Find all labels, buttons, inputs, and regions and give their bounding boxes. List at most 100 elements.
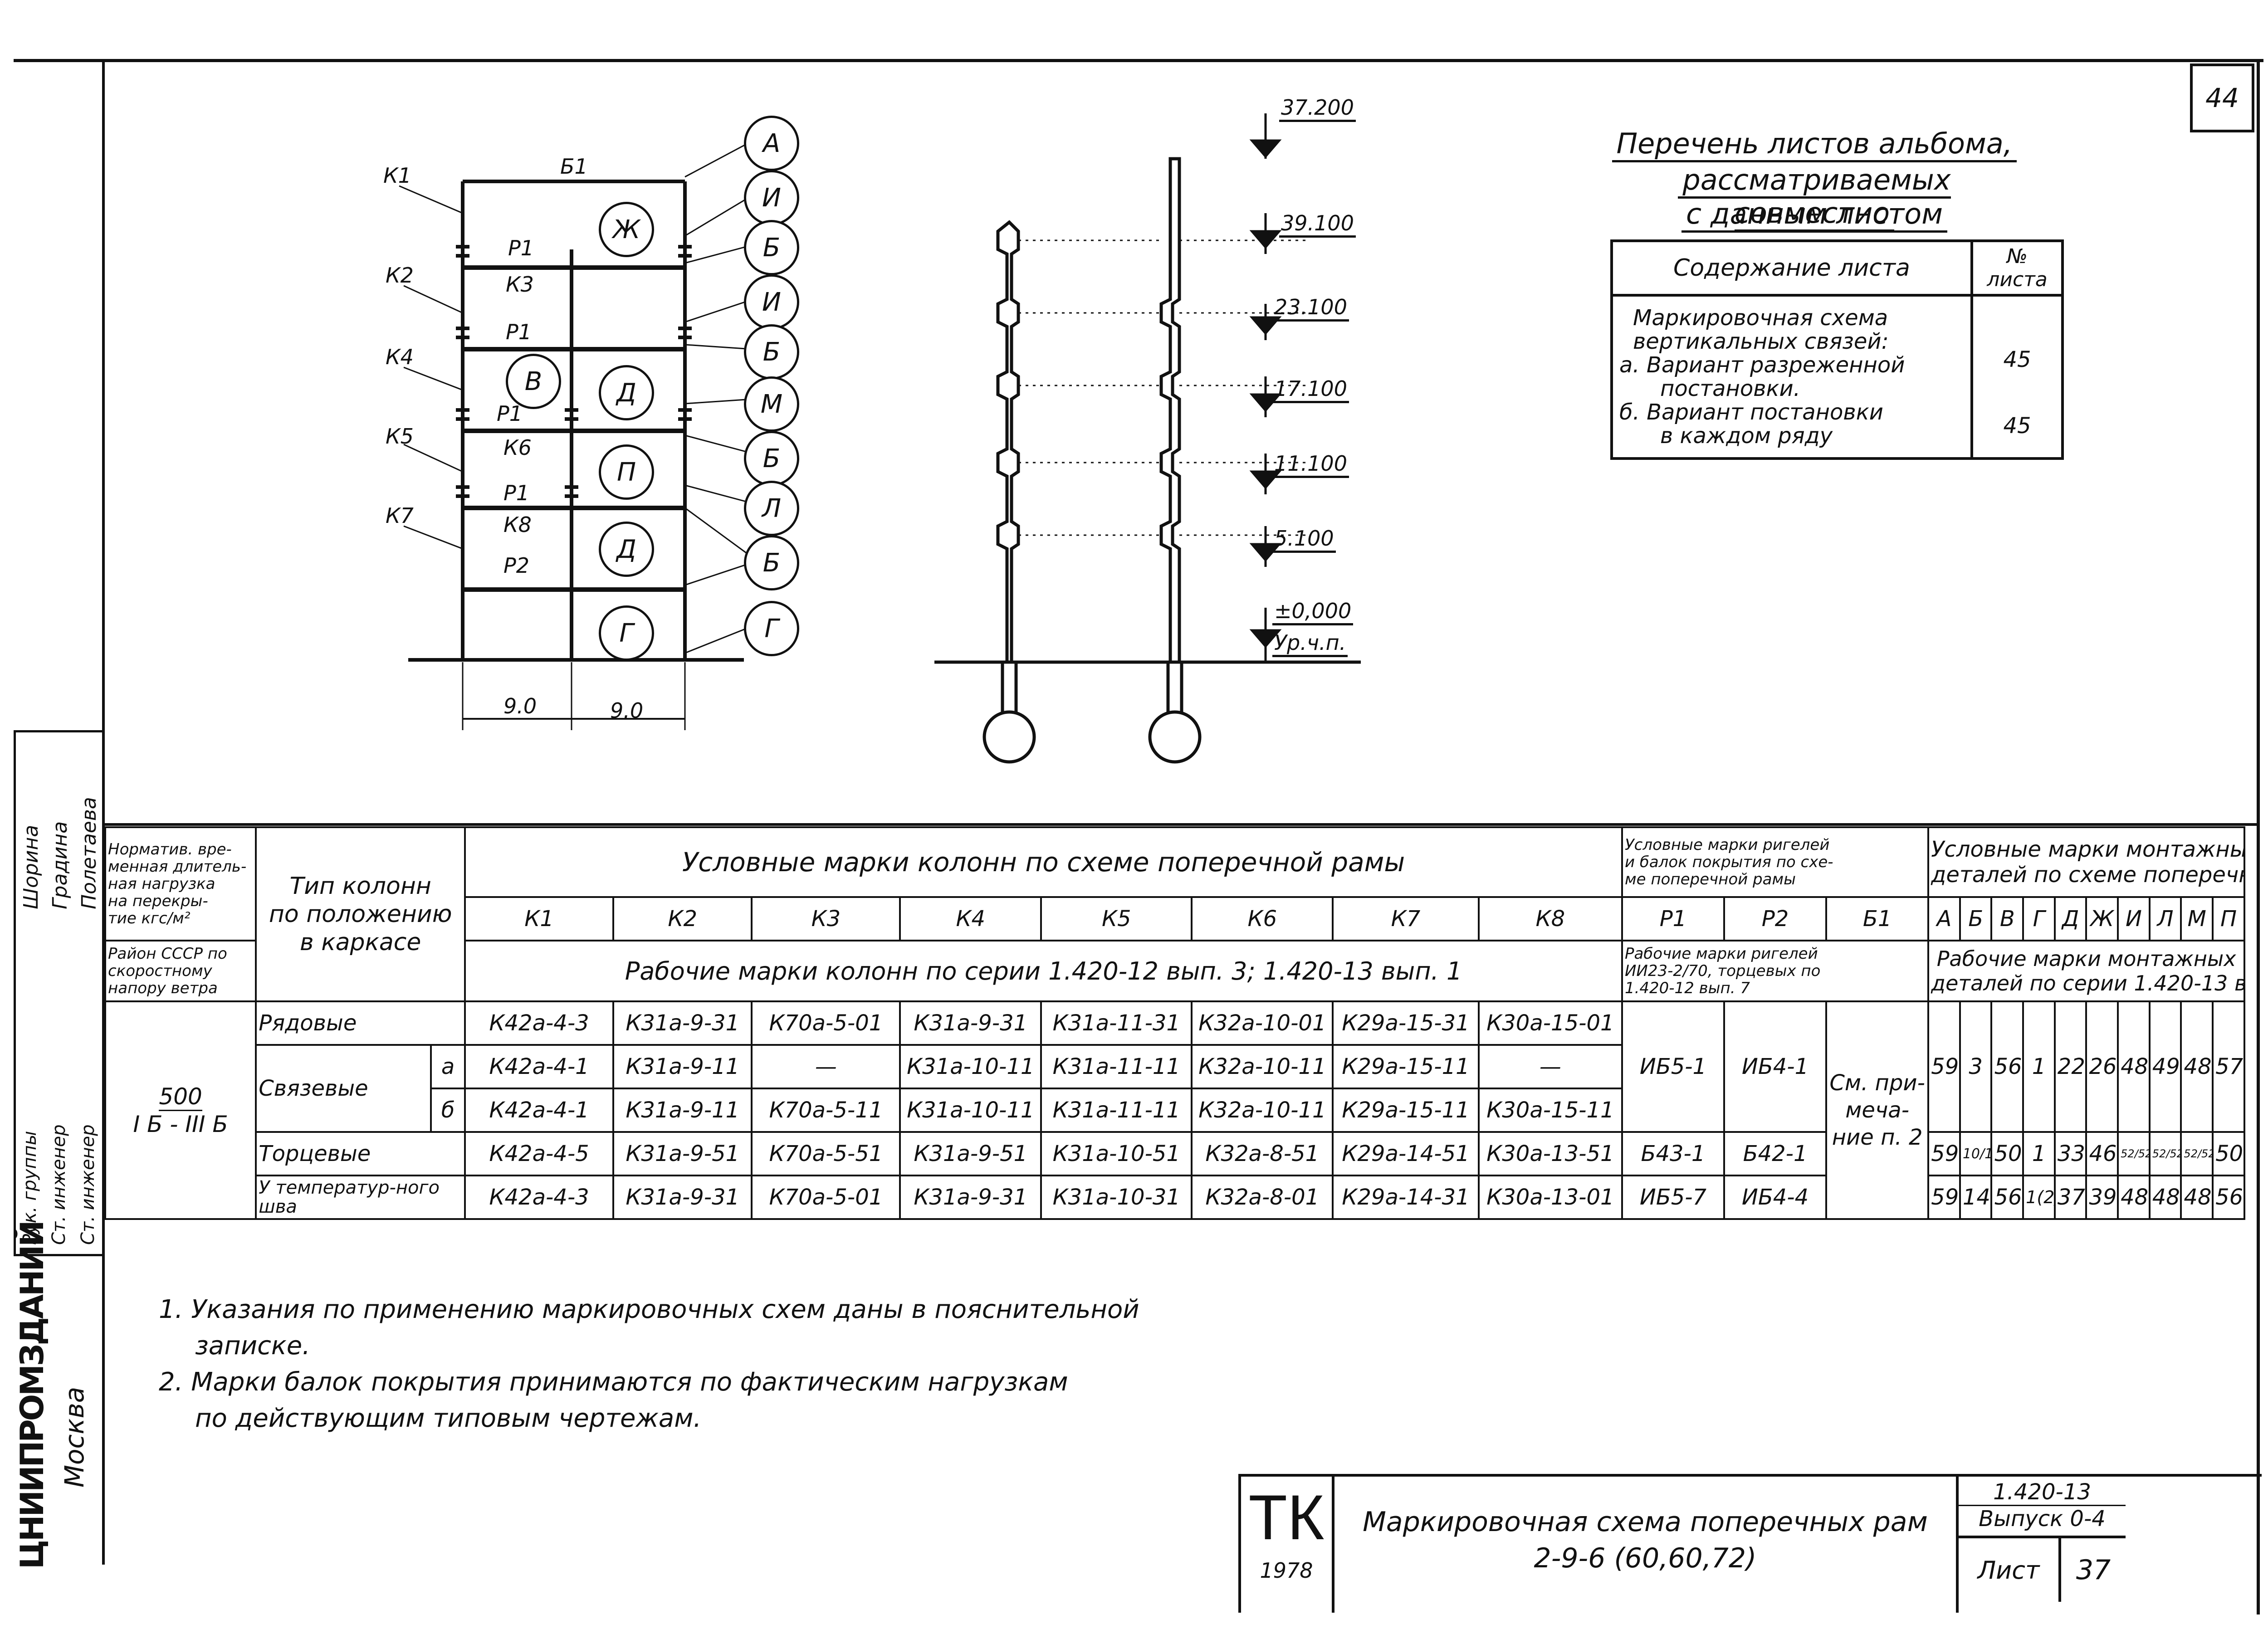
det: 59 xyxy=(1927,1000,1961,1133)
label-r1d: Р1 xyxy=(503,481,530,505)
cell: К31а-9-31 xyxy=(612,1175,753,1220)
elevation-label: Ур.ч.п. xyxy=(1272,630,1348,657)
cell: — xyxy=(751,1044,901,1089)
axis-circle: Д xyxy=(599,522,654,577)
cell: К29а-14-51 xyxy=(1332,1131,1480,1176)
det: 59 xyxy=(1927,1131,1961,1176)
cell: К32а-10-11 xyxy=(1191,1044,1334,1089)
frame-top xyxy=(14,59,2263,62)
det: 46 xyxy=(2085,1131,2119,1176)
logo-year: 1978 xyxy=(1260,1558,1313,1583)
elevation-label: 11.100 xyxy=(1272,451,1349,478)
det: 39 xyxy=(2085,1175,2119,1220)
cell: К32а-10-11 xyxy=(1191,1088,1334,1133)
columns-marks-table: Норматив. вре-менная длитель-ная нагрузк… xyxy=(104,826,2245,1220)
label-r1c: Р1 xyxy=(497,401,523,426)
det: 48 xyxy=(2180,1175,2214,1220)
row-sub: б xyxy=(430,1088,466,1133)
axis-circle: И xyxy=(744,274,799,330)
stamp-city: Москва xyxy=(59,1386,90,1488)
det-mark: Ж xyxy=(2085,896,2119,941)
det: 48 xyxy=(2180,1000,2214,1133)
det: 33 xyxy=(2053,1131,2087,1176)
axis-circle: В xyxy=(506,354,561,409)
col-mark: К5 xyxy=(1040,896,1193,941)
det-mark: И xyxy=(2117,896,2151,941)
det-mark: В xyxy=(1990,896,2024,941)
frame-right xyxy=(2257,59,2260,1614)
sheet-number: 44 xyxy=(2190,63,2254,132)
cell: К70а-5-11 xyxy=(751,1088,901,1133)
col-mark: К4 xyxy=(899,896,1042,941)
beam-cell: ИБ5-7 xyxy=(1621,1175,1725,1220)
cell: К32а-8-51 xyxy=(1191,1131,1334,1176)
cell: К31а-11-11 xyxy=(1040,1044,1193,1089)
cell: К29а-15-11 xyxy=(1332,1044,1480,1089)
stamp-role-3: Ст. инженер xyxy=(78,1124,98,1245)
cell: К31а-9-51 xyxy=(899,1131,1042,1176)
col-mark: К2 xyxy=(612,896,753,941)
axis-circle: Г xyxy=(744,601,799,656)
row-type: Рядовые xyxy=(255,1000,466,1046)
elevation-label: 5.100 xyxy=(1272,526,1336,553)
cell: К31а-9-31 xyxy=(612,1000,753,1046)
label-k1: К1 xyxy=(383,163,411,188)
cell: К31а-9-11 xyxy=(612,1044,753,1089)
separator-line xyxy=(102,823,2259,826)
label-k2: К2 xyxy=(386,263,414,288)
cell: К42а-4-1 xyxy=(464,1088,614,1133)
label-r1a: Р1 xyxy=(508,236,534,260)
det: 57 xyxy=(2212,1000,2245,1133)
label-r2: Р2 xyxy=(503,553,530,578)
det: 26 xyxy=(2085,1000,2119,1133)
axis-circle: Л xyxy=(744,481,799,536)
list-col-no: № листа xyxy=(1970,239,2064,297)
det: 50 xyxy=(2212,1131,2245,1176)
note-2-cont: по действующим типовым чертежам. xyxy=(195,1404,702,1433)
det: 48 xyxy=(2148,1175,2182,1220)
axis-circle: П xyxy=(599,444,654,500)
det: 1(2) xyxy=(2022,1175,2056,1220)
axis-circle: Д xyxy=(599,365,654,420)
stamp-name-1: Шорина xyxy=(20,824,43,909)
cell: К29а-15-31 xyxy=(1332,1000,1480,1046)
cell: К42а-4-1 xyxy=(464,1044,614,1089)
det: 22 xyxy=(2053,1000,2087,1133)
axis-circle: Ж xyxy=(599,202,654,257)
cell: К31а-11-11 xyxy=(1040,1088,1193,1133)
cond-header: Условные марки колонн по схеме поперечно… xyxy=(464,826,1623,898)
cell: К31а-10-11 xyxy=(899,1044,1042,1089)
load-header: Норматив. вре-менная длитель-ная нагрузк… xyxy=(104,826,257,941)
axis-circle: М xyxy=(744,376,799,432)
det-mark: Г xyxy=(2022,896,2056,941)
cell: К31а-11-31 xyxy=(1040,1000,1193,1046)
cell: К42а-4-3 xyxy=(464,1000,614,1046)
beam-r2: ИБ4-1 xyxy=(1723,1000,1828,1133)
album-list-title-2: рассматриваемых совместно xyxy=(1610,163,2019,232)
sheet-label-cell: Лист xyxy=(1959,1538,2061,1602)
col-mark: К1 xyxy=(464,896,614,941)
cell: К32а-10-01 xyxy=(1191,1000,1334,1046)
axis-circle: Б xyxy=(744,535,799,590)
cell: К31а-9-31 xyxy=(899,1000,1042,1046)
col-mark: К3 xyxy=(751,896,901,941)
cell: К31а-10-31 xyxy=(1040,1175,1193,1220)
cell: К30а-15-11 xyxy=(1477,1088,1623,1133)
row-sub: а xyxy=(430,1044,466,1089)
det: 52/52А xyxy=(2180,1131,2214,1176)
det-mark: А xyxy=(1927,896,1961,941)
det-mark: Л xyxy=(2148,896,2182,941)
album-list-title-1: Перечень листов альбома, xyxy=(1610,127,2019,162)
cell: — xyxy=(1477,1044,1623,1089)
beam-mark: Б1 xyxy=(1825,896,1930,941)
label-k5: К5 xyxy=(386,424,414,449)
title-line-1: Маркировочная схема поперечных рам xyxy=(1363,1506,1928,1538)
list-row-numbers: 45 45 xyxy=(1970,294,2064,460)
axis-circle: Б xyxy=(744,324,799,380)
label-k6: К6 xyxy=(503,435,532,460)
